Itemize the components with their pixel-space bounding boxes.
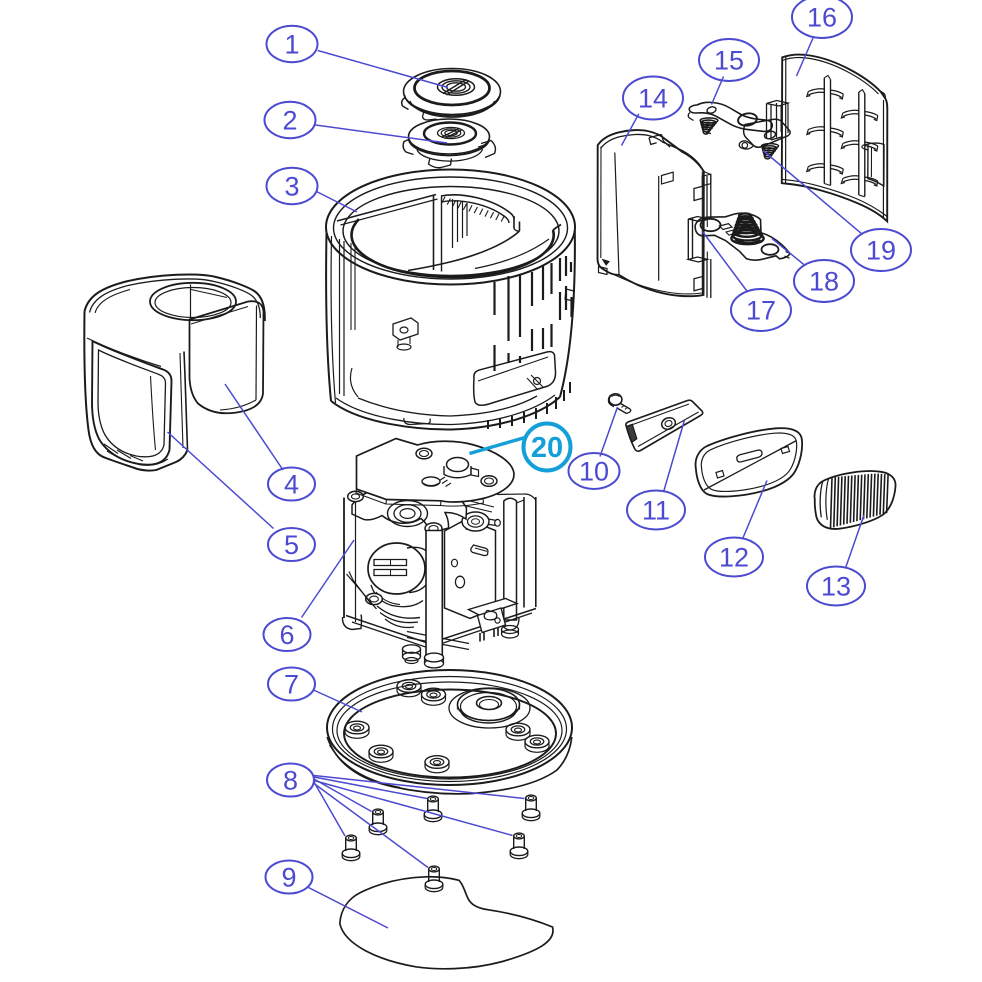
svg-text:8: 8 [283, 766, 298, 796]
svg-text:16: 16 [807, 3, 837, 33]
svg-text:5: 5 [284, 530, 299, 560]
svg-text:6: 6 [279, 620, 294, 650]
svg-text:4: 4 [284, 470, 299, 500]
svg-text:18: 18 [809, 267, 839, 297]
svg-text:7: 7 [284, 670, 299, 700]
svg-text:20: 20 [531, 432, 563, 464]
svg-text:10: 10 [579, 457, 609, 487]
svg-text:13: 13 [821, 572, 851, 602]
svg-text:9: 9 [281, 863, 296, 893]
svg-text:11: 11 [642, 496, 670, 526]
svg-text:12: 12 [719, 543, 749, 573]
svg-text:2: 2 [282, 106, 297, 136]
svg-text:15: 15 [714, 46, 744, 76]
svg-text:19: 19 [866, 236, 896, 266]
svg-text:14: 14 [638, 84, 668, 114]
svg-text:3: 3 [284, 172, 299, 202]
svg-text:17: 17 [746, 296, 776, 326]
svg-text:1: 1 [284, 30, 299, 60]
